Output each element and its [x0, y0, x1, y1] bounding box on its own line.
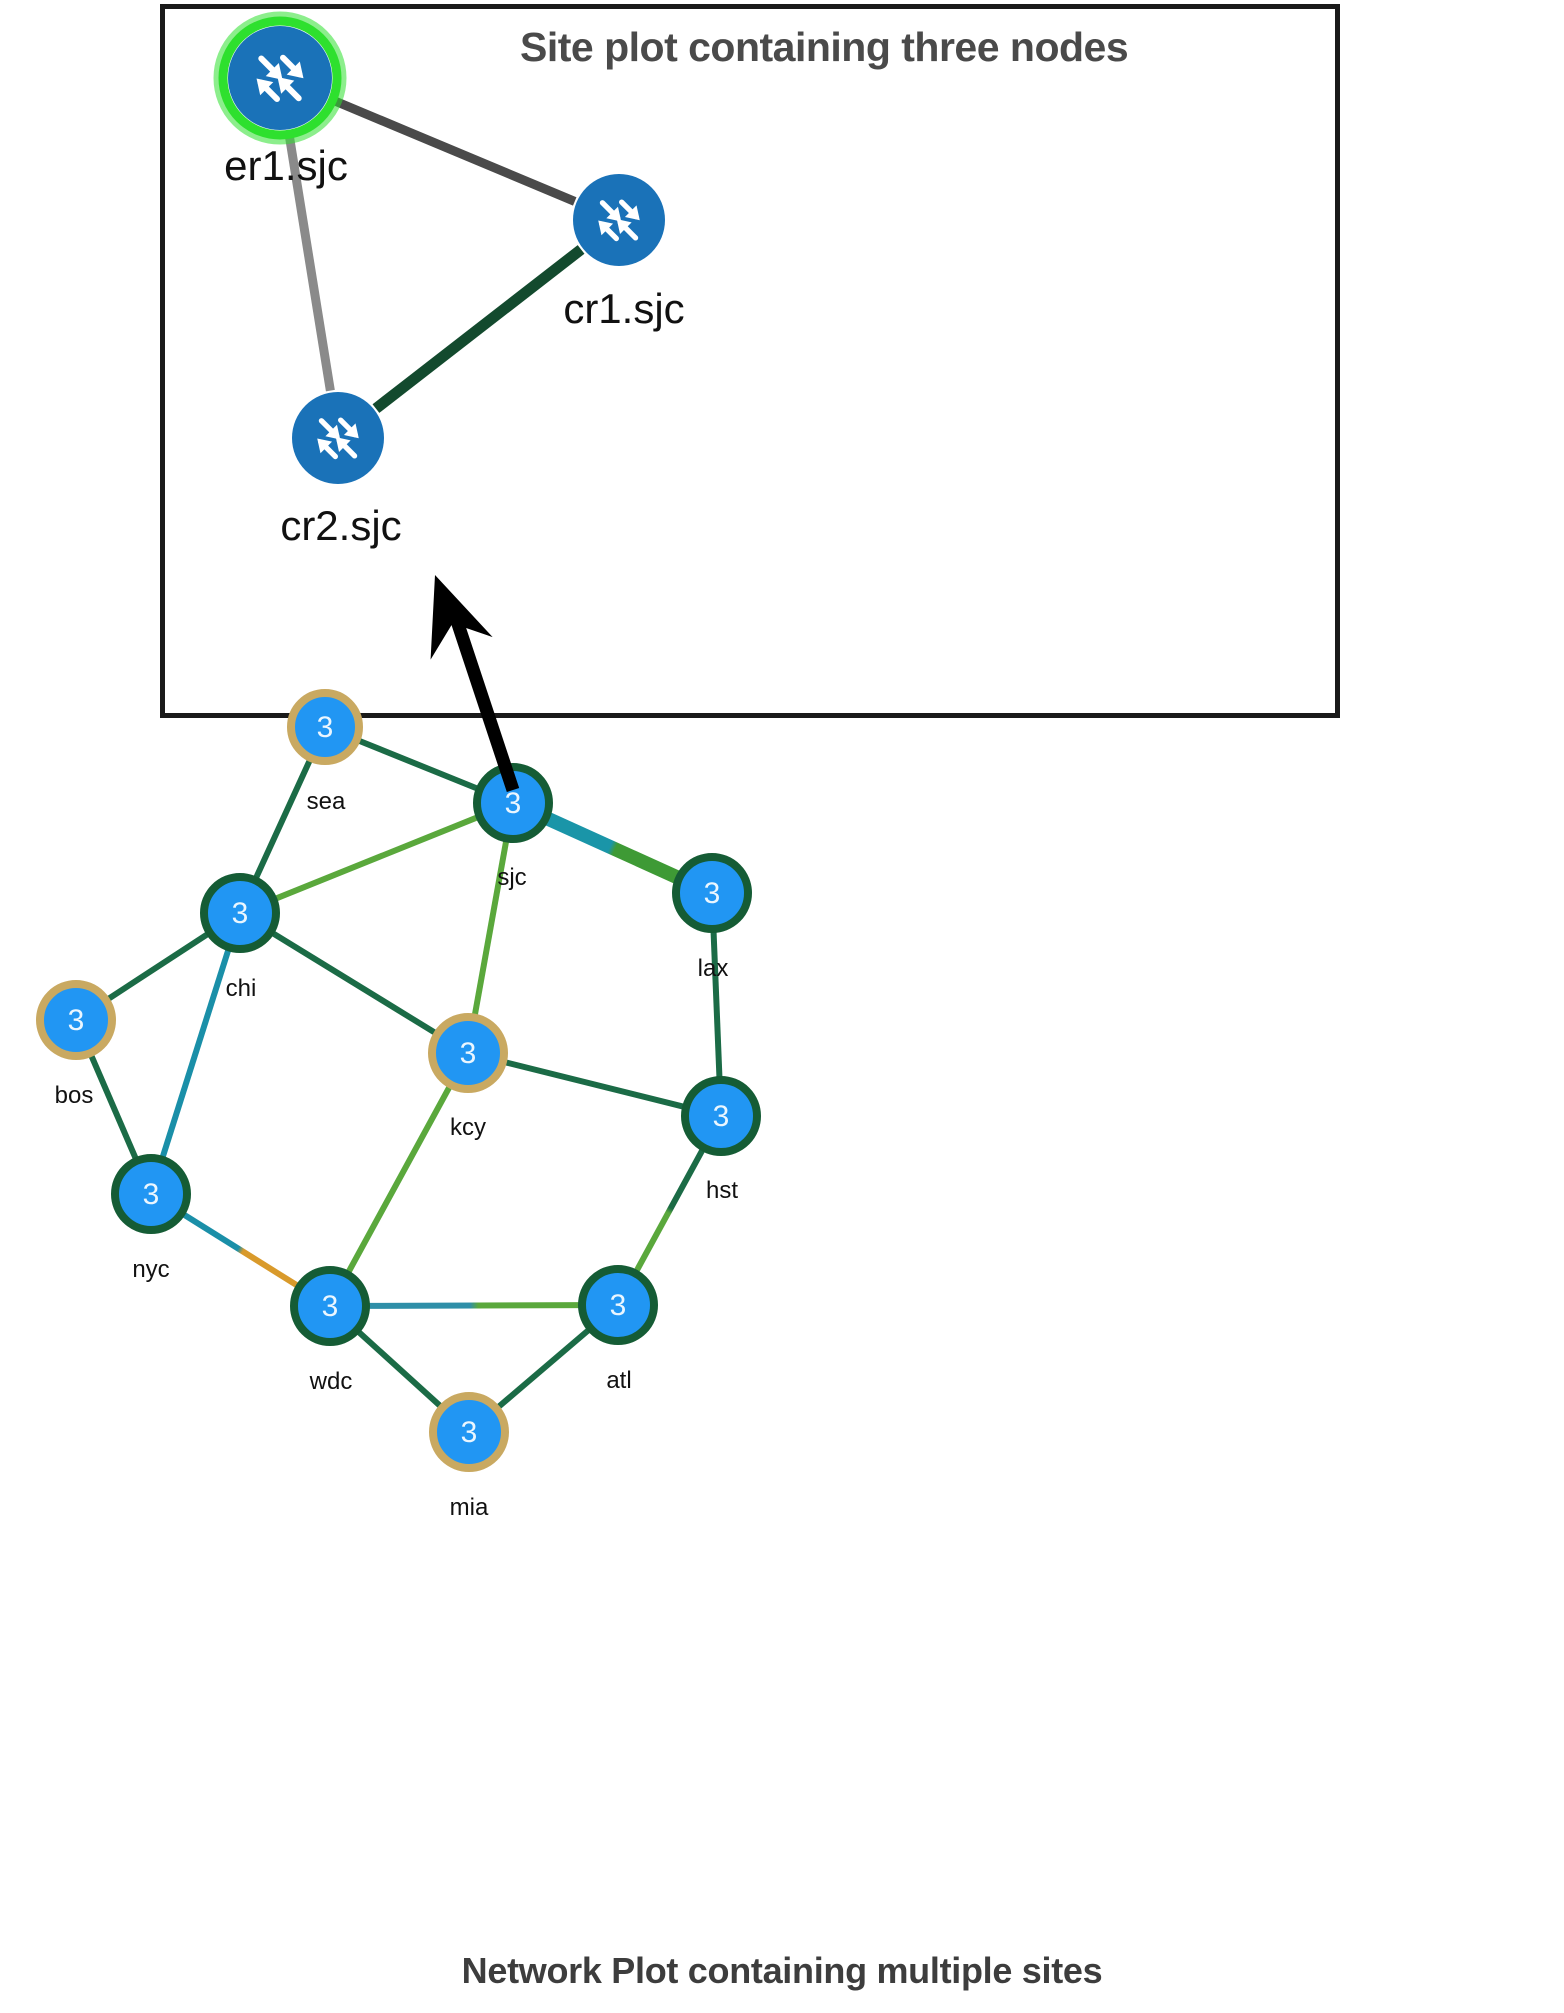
site-node-label-sea: sea	[306, 788, 346, 815]
network-edge-chi-nyc	[159, 948, 232, 1159]
network-edge-sjc-chi	[274, 814, 479, 902]
site-plot-title: Site plot containing three nodes	[520, 24, 1129, 70]
network-edge-wdc-mia	[356, 1329, 443, 1409]
site-node-count-hst: 3	[712, 1100, 730, 1133]
network-edge-hst-atl	[633, 1147, 706, 1274]
site-node-label-hst: hst	[705, 1177, 739, 1204]
site-node-label-lax: lax	[697, 955, 729, 982]
network-edge-kcy-hst	[504, 1059, 685, 1110]
site-node-label-nyc: nyc	[132, 1256, 170, 1283]
site-node-label-bos: bos	[54, 1082, 94, 1109]
network-edge-sea-sjc	[357, 737, 479, 792]
network-edge-bos-nyc	[88, 1053, 139, 1161]
site-node-count-nyc: 3	[142, 1178, 160, 1211]
network-edge-sjc-lax	[544, 812, 681, 884]
site-node-count-sjc: 3	[504, 787, 522, 820]
network-edge-sea-chi	[253, 758, 313, 880]
site-node-label-chi: chi	[225, 975, 257, 1002]
site-node-count-atl: 3	[609, 1289, 627, 1322]
site-node-count-wdc: 3	[321, 1290, 339, 1323]
network-edge-nyc-wdc	[181, 1211, 300, 1289]
site-node-count-chi: 3	[231, 897, 249, 930]
site-node-label-wdc: wdc	[309, 1368, 353, 1395]
site-node-label-sjc: sjc	[497, 864, 527, 891]
network-edge-chi-bos	[106, 931, 210, 1002]
network-edge-chi-kcy	[270, 930, 438, 1036]
site-node-label-mia: mia	[449, 1494, 489, 1521]
site-node-count-sea: 3	[316, 711, 334, 744]
site-plot-panel	[160, 4, 1340, 718]
network-plot-caption: Network Plot containing multiple sites	[461, 1950, 1103, 1991]
network-edge-kcy-wdc	[345, 1084, 453, 1275]
site-node-count-bos: 3	[67, 1004, 85, 1037]
site-node-count-lax: 3	[703, 877, 721, 910]
network-edge-lax-hst	[710, 930, 723, 1079]
site-node-label-kcy: kcy	[450, 1114, 486, 1141]
site-node-label-cr1.sjc: cr1.sjc	[563, 285, 685, 332]
site-node-count-mia: 3	[460, 1416, 478, 1449]
network-edge-wdc-atl	[367, 1302, 581, 1309]
network-edge-atl-mia	[495, 1327, 592, 1410]
network-plot-nodes	[36, 689, 761, 1472]
site-node-count-kcy: 3	[459, 1037, 477, 1070]
site-node-label-atl: atl	[606, 1367, 632, 1394]
site-node-label-cr2.sjc: cr2.sjc	[280, 502, 402, 549]
site-node-label-er1.sjc: er1.sjc	[224, 142, 348, 189]
